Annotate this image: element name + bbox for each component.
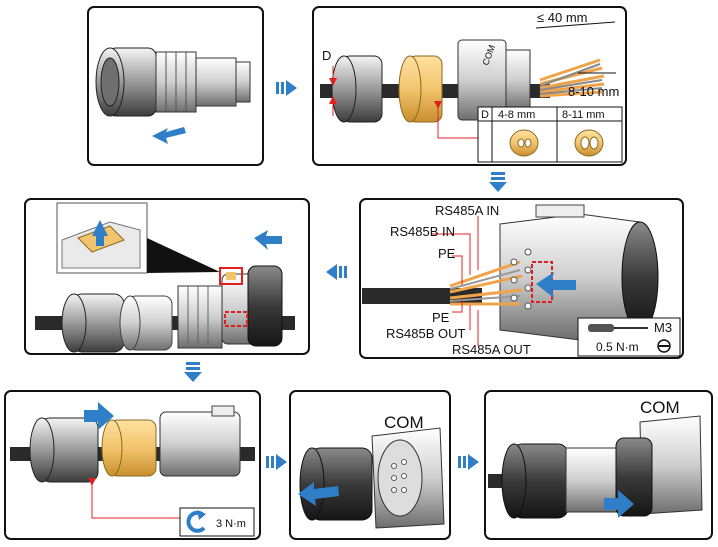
- panel-6-remove-cap: COM: [289, 390, 451, 540]
- step-arrow-down-icon-2: [184, 362, 202, 382]
- step-arrow-left-icon: [326, 264, 347, 280]
- pe-bottom-label: PE: [432, 310, 450, 325]
- rs485a-in-label: RS485A IN: [435, 203, 499, 218]
- push-arrow-icon: [84, 402, 114, 430]
- direction-arrow-icon: [152, 127, 186, 144]
- panel-5-tighten-nut: 3 N·m: [4, 390, 261, 540]
- panel-3-assemble-body: [24, 198, 310, 355]
- rs485b-out-label: RS485B OUT: [386, 326, 466, 341]
- rs485b-in-label: RS485B IN: [390, 224, 455, 239]
- table-header-d: D: [481, 109, 489, 121]
- com-port-label-2: COM: [640, 398, 680, 417]
- screwdriver-spec: 0.5 N·m M3: [577, 317, 681, 357]
- panel-1-unscrew-nut: [87, 6, 264, 166]
- panel-4-wire-terminals: RS485A IN RS485B IN PE PE RS485B OUT RS4…: [359, 198, 684, 359]
- pull-arrow-icon: [298, 482, 339, 506]
- connector-body: [155, 51, 251, 113]
- stripped-wires: [539, 58, 605, 98]
- panel-7-insert-connector: COM: [484, 390, 713, 540]
- step-arrow-right-icon-3: [458, 454, 479, 470]
- panel-2-strip-cable: COM D ≤ 40 mm 8-10 mm D 4-8 mm 8-11 mm: [312, 6, 627, 166]
- push-arrow-icon-2: [604, 490, 634, 518]
- table-col-8-11: 8-11 mm: [562, 109, 605, 121]
- table-col-4-8: 4-8 mm: [498, 109, 535, 121]
- connector-nut: [95, 47, 157, 117]
- step-arrow-right-icon: [276, 80, 297, 96]
- inset-detail: [56, 202, 148, 274]
- latch-highlight: [219, 267, 243, 285]
- torque-label: 0.5 N·m: [596, 340, 639, 354]
- screw-size-label: M3: [654, 320, 672, 335]
- strip-length-label: ≤ 40 mm: [537, 10, 587, 25]
- torque-box: 3 N·m: [179, 507, 255, 537]
- torque-3nm-label: 3 N·m: [216, 518, 246, 530]
- step-arrow-right-icon-2: [266, 454, 287, 470]
- insert-arrow-icon: [536, 272, 576, 298]
- rotate-clockwise-icon: [186, 510, 206, 533]
- pe-top-label: PE: [438, 246, 456, 261]
- seal-size-table: D 4-8 mm 8-11 mm: [477, 106, 623, 163]
- com-port-label: COM: [384, 413, 424, 432]
- wire-strip-label: 8-10 mm: [568, 84, 619, 99]
- diameter-label: D: [322, 48, 331, 63]
- push-arrow-icon: [254, 230, 282, 250]
- rs485a-out-label: RS485A OUT: [452, 342, 531, 357]
- step-arrow-down-icon: [489, 172, 507, 192]
